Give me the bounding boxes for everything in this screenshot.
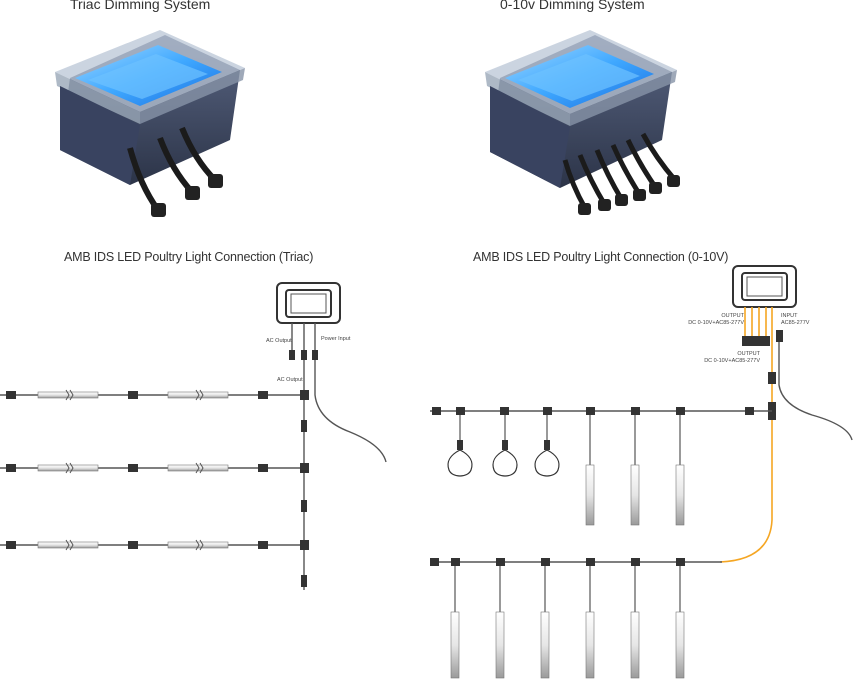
- zero-ten-control-box: [485, 30, 680, 215]
- zt-orange-wires: [719, 307, 773, 563]
- zt-output-2-spec: DC 0-10V+AC85-277V: [704, 357, 760, 364]
- triac-tube-row-1: [6, 391, 268, 399]
- zero-ten-system-title: 0-10v Dimming System: [500, 0, 645, 12]
- zt-wires: [430, 342, 853, 563]
- triac-break-marks: [65, 389, 204, 551]
- zt-output-2-title: OUTPUT: [737, 351, 760, 357]
- zt-driver-connectors: [742, 330, 783, 420]
- triac-connection-title: AMB IDS LED Poultry Light Connection (Tr…: [64, 250, 314, 264]
- triac-ac-output-side-label: AC Output: [277, 377, 303, 383]
- zt-output-1-label: OUTPUT DC 0-10V+AC85-277V: [684, 313, 744, 326]
- triac-control-box: [55, 30, 245, 217]
- zt-upper-row-fixtures: [432, 407, 754, 526]
- zt-lower-row-fixtures: [430, 558, 685, 679]
- zt-output-1-spec: DC 0-10V+AC85-277V: [688, 319, 744, 326]
- zt-input-spec: AC85-277V: [781, 319, 810, 326]
- zt-input-label: INPUT AC85-277V: [781, 313, 809, 326]
- triac-connectors: [289, 350, 318, 587]
- triac-tube-row-2: [6, 464, 268, 472]
- zt-output-1-title: OUTPUT: [721, 313, 744, 319]
- zt-input-title: INPUT: [781, 313, 798, 319]
- triac-wires: [0, 323, 387, 590]
- zero-ten-driver-box: [732, 265, 797, 308]
- zero-ten-connection-title: AMB IDS LED Poultry Light Connection (0-…: [473, 250, 729, 264]
- triac-system-title: Triac Dimming System: [70, 0, 211, 12]
- triac-tube-row-3: [6, 541, 268, 549]
- zt-output-2-label: OUTPUT DC 0-10V+AC85-277V: [698, 351, 760, 364]
- triac-ac-output-top-label: AC Output: [266, 338, 292, 344]
- triac-driver-box: [276, 282, 341, 324]
- triac-power-input-label: Power Input: [321, 336, 351, 342]
